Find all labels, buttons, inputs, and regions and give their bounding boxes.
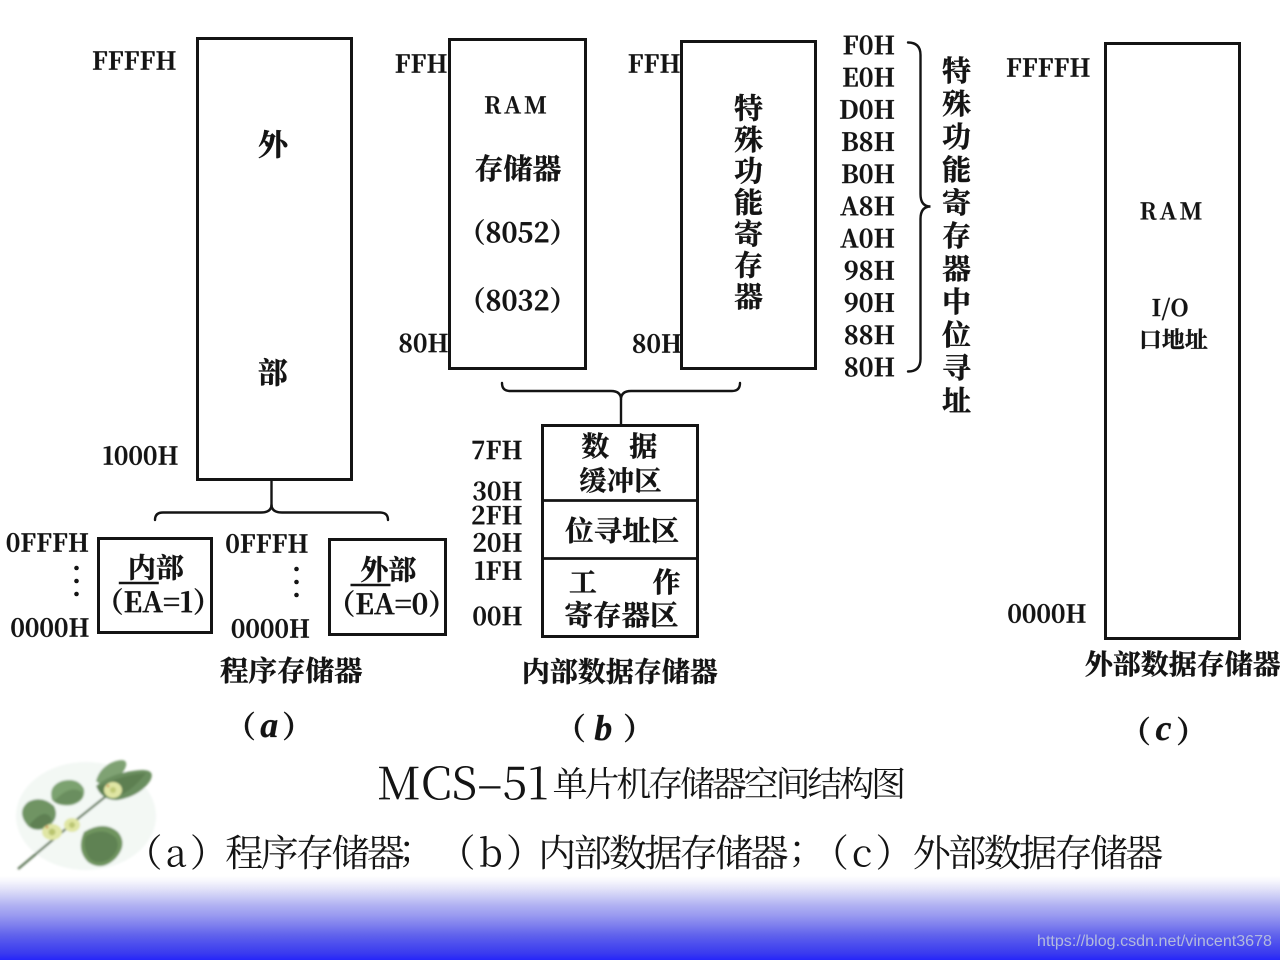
svg-text:https://blog.csdn.net/vincent3: https://blog.csdn.net/vincent3678 [1037,933,1272,950]
